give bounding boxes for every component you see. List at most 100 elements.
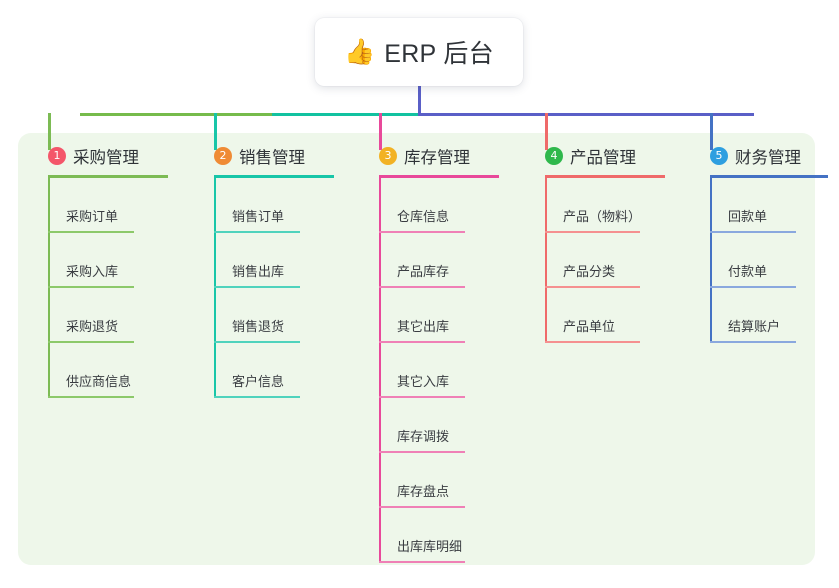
- leaf-node-rule: [48, 286, 134, 288]
- leaf-node-rule: [710, 231, 796, 233]
- leaf-node-rule: [379, 231, 465, 233]
- branch-header-1[interactable]: 1 采购管理: [30, 143, 168, 169]
- leaf-node[interactable]: 客户信息: [196, 343, 334, 398]
- leaf-node[interactable]: 采购退货: [30, 288, 168, 343]
- leaf-node-rule: [48, 396, 134, 398]
- leaf-node-rule: [214, 341, 300, 343]
- bus-connector-left: [80, 113, 274, 116]
- branch-title: 财务管理: [735, 149, 801, 167]
- branch-title: 采购管理: [73, 149, 139, 167]
- leaf-node-rule: [545, 341, 640, 343]
- branch-leaf-list: 产品（物料） 产品分类产品单位: [527, 178, 665, 343]
- leaf-node-rule: [379, 341, 465, 343]
- leaf-node[interactable]: 供应商信息: [30, 343, 168, 398]
- branch-number-badge: 1: [48, 147, 66, 165]
- leaf-node[interactable]: 销售退货: [196, 288, 334, 343]
- root-node-label: ERP 后台: [384, 40, 494, 68]
- branch-leaf-list: 仓库信息产品库存其它出库其它入库库存调拨库存盘点出库库明细: [361, 178, 499, 563]
- branch-header-rule: [48, 175, 168, 178]
- leaf-node-rule: [379, 561, 465, 563]
- root-node-erp-backend[interactable]: 👍 ERP 后台: [315, 18, 523, 86]
- branch-title: 销售管理: [239, 149, 305, 167]
- drop-connector-4: [545, 113, 548, 150]
- leaf-node-rule: [48, 341, 134, 343]
- leaf-node[interactable]: 其它入库: [361, 343, 499, 398]
- leaf-node[interactable]: 采购订单: [30, 178, 168, 233]
- branch-leaf-list: 销售订单销售出库销售退货客户信息: [196, 178, 334, 398]
- leaf-node[interactable]: 产品库存: [361, 233, 499, 288]
- leaf-node-label: 结算账户: [728, 319, 781, 334]
- branch-number-badge: 3: [379, 147, 397, 165]
- branch-column-1: 1 采购管理采购订单采购入库采购退货供应商信息: [30, 143, 168, 398]
- leaf-node-label: 采购退货: [66, 319, 119, 334]
- leaf-node[interactable]: 销售出库: [196, 233, 334, 288]
- leaf-node-label: 销售出库: [232, 264, 285, 279]
- branch-header-rule: [214, 175, 334, 178]
- leaf-node[interactable]: 结算账户: [692, 288, 828, 343]
- branch-spine: [545, 178, 547, 343]
- leaf-node[interactable]: 产品单位: [527, 288, 665, 343]
- branch-header-5[interactable]: 5 财务管理: [692, 143, 828, 169]
- branch-header-rule: [379, 175, 499, 178]
- leaf-node-label: 仓库信息: [397, 209, 450, 224]
- leaf-node[interactable]: 采购入库: [30, 233, 168, 288]
- leaf-node-rule: [545, 231, 640, 233]
- branch-spine: [710, 178, 712, 343]
- leaf-node-label: 其它出库: [397, 319, 450, 334]
- leaf-node-rule: [710, 286, 796, 288]
- drop-connector-5: [710, 113, 713, 150]
- branch-number-badge: 5: [710, 147, 728, 165]
- leaf-node-rule: [214, 231, 300, 233]
- leaf-node-rule: [545, 286, 640, 288]
- leaf-node-label: 产品库存: [397, 264, 450, 279]
- branch-header-3[interactable]: 3 库存管理: [361, 143, 499, 169]
- branch-spine: [48, 178, 50, 398]
- leaf-node-label: 供应商信息: [66, 374, 132, 389]
- leaf-node-rule: [214, 286, 300, 288]
- branch-column-3: 3 库存管理仓库信息产品库存其它出库其它入库库存调拨库存盘点出库库明细: [361, 143, 499, 563]
- branch-header-rule: [710, 175, 828, 178]
- leaf-node-rule: [379, 451, 465, 453]
- leaf-node[interactable]: 库存调拨: [361, 398, 499, 453]
- leaf-node[interactable]: 销售订单: [196, 178, 334, 233]
- leaf-node[interactable]: 回款单: [692, 178, 828, 233]
- diagram-background-panel: [18, 133, 815, 565]
- thumbs-up-icon: 👍: [344, 37, 376, 66]
- branch-column-5: 5 财务管理回款单付款单结算账户: [692, 143, 828, 343]
- branch-header-rule: [545, 175, 665, 178]
- branch-number-badge: 4: [545, 147, 563, 165]
- leaf-node-label: 采购入库: [66, 264, 119, 279]
- branch-spine: [214, 178, 216, 398]
- leaf-node[interactable]: 仓库信息: [361, 178, 499, 233]
- leaf-node-rule: [379, 286, 465, 288]
- leaf-node-label: 出库库明细: [397, 539, 463, 554]
- leaf-node-rule: [214, 396, 300, 398]
- bus-connector-middle: [272, 113, 420, 116]
- bus-connector-right: [418, 113, 754, 116]
- drop-connector-3: [379, 113, 382, 150]
- leaf-node-label: 回款单: [728, 209, 768, 224]
- branch-title: 库存管理: [404, 149, 470, 167]
- leaf-node[interactable]: 产品分类: [527, 233, 665, 288]
- branch-spine: [379, 178, 381, 563]
- leaf-node-label: 采购订单: [66, 209, 119, 224]
- branch-leaf-list: 回款单付款单结算账户: [692, 178, 828, 343]
- leaf-node-label: 产品分类: [563, 264, 616, 279]
- leaf-node[interactable]: 产品（物料）: [527, 178, 665, 233]
- leaf-node-label: 库存盘点: [397, 484, 450, 499]
- leaf-node[interactable]: 出库库明细: [361, 508, 499, 563]
- leaf-node[interactable]: 库存盘点: [361, 453, 499, 508]
- leaf-node[interactable]: 付款单: [692, 233, 828, 288]
- leaf-node-rule: [379, 396, 465, 398]
- leaf-node-label: 产品（物料）: [563, 209, 642, 224]
- leaf-node-label: 客户信息: [232, 374, 285, 389]
- leaf-node-label: 其它入库: [397, 374, 450, 389]
- leaf-node-label: 库存调拨: [397, 429, 450, 444]
- leaf-node[interactable]: 其它出库: [361, 288, 499, 343]
- leaf-node-label: 销售退货: [232, 319, 285, 334]
